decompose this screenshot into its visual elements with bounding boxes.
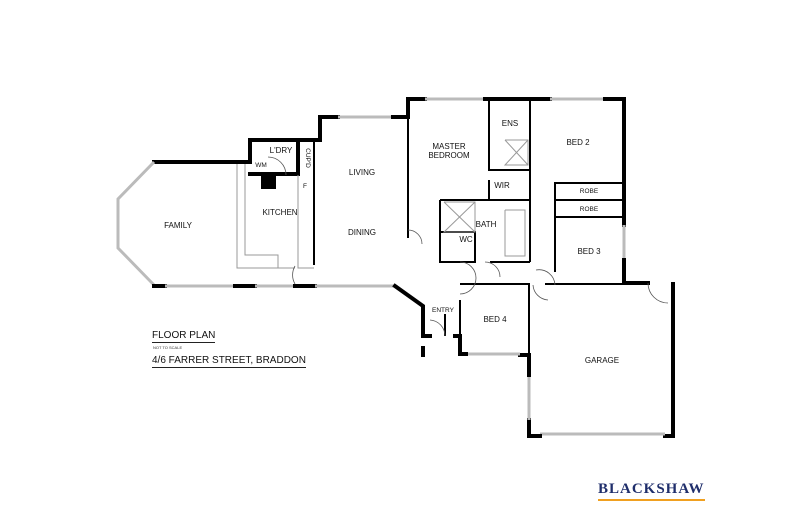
cupboard-label: CUP'D (304, 148, 311, 168)
room-label-laundry: L'DRY (270, 146, 293, 155)
room-label-ensuite: ENS (502, 119, 518, 128)
room-label-kitchen: KITCHEN (262, 208, 297, 217)
room-label-bed3: BED 3 (577, 247, 601, 256)
room-label-master-1: MASTER (432, 142, 466, 151)
fridge-label: F (303, 183, 307, 190)
washing-machine-label: WM (255, 162, 267, 169)
interior-walls (236, 99, 624, 355)
room-label-master-2: BEDROOM (428, 151, 470, 160)
legend-subtitle: NOT TO SCALE (153, 345, 183, 350)
room-label-entry: ENTRY (432, 307, 455, 314)
chimney-block (261, 175, 276, 189)
legend-address: 4/6 FARRER STREET, BRADDON (152, 355, 306, 368)
room-label-robe-1: ROBE (580, 188, 599, 195)
doors (267, 156, 669, 337)
blackshaw-logo: BLACKSHAW (598, 481, 705, 501)
room-label-family: FAMILY (164, 221, 193, 230)
legend-title: FLOOR PLAN (152, 330, 216, 343)
room-label-bed2: BED 2 (566, 138, 590, 147)
room-label-wc: WC (459, 235, 473, 244)
room-label-bath: BATH (476, 220, 497, 229)
room-label-dining: DINING (348, 228, 376, 237)
room-label-wir: WIR (494, 181, 510, 190)
room-label-robe-2: ROBE (580, 206, 599, 213)
room-label-garage: GARAGE (585, 356, 619, 365)
room-label-bed4: BED 4 (483, 315, 507, 324)
exterior-walls (116, 97, 675, 438)
room-label-living: LIVING (349, 168, 375, 177)
